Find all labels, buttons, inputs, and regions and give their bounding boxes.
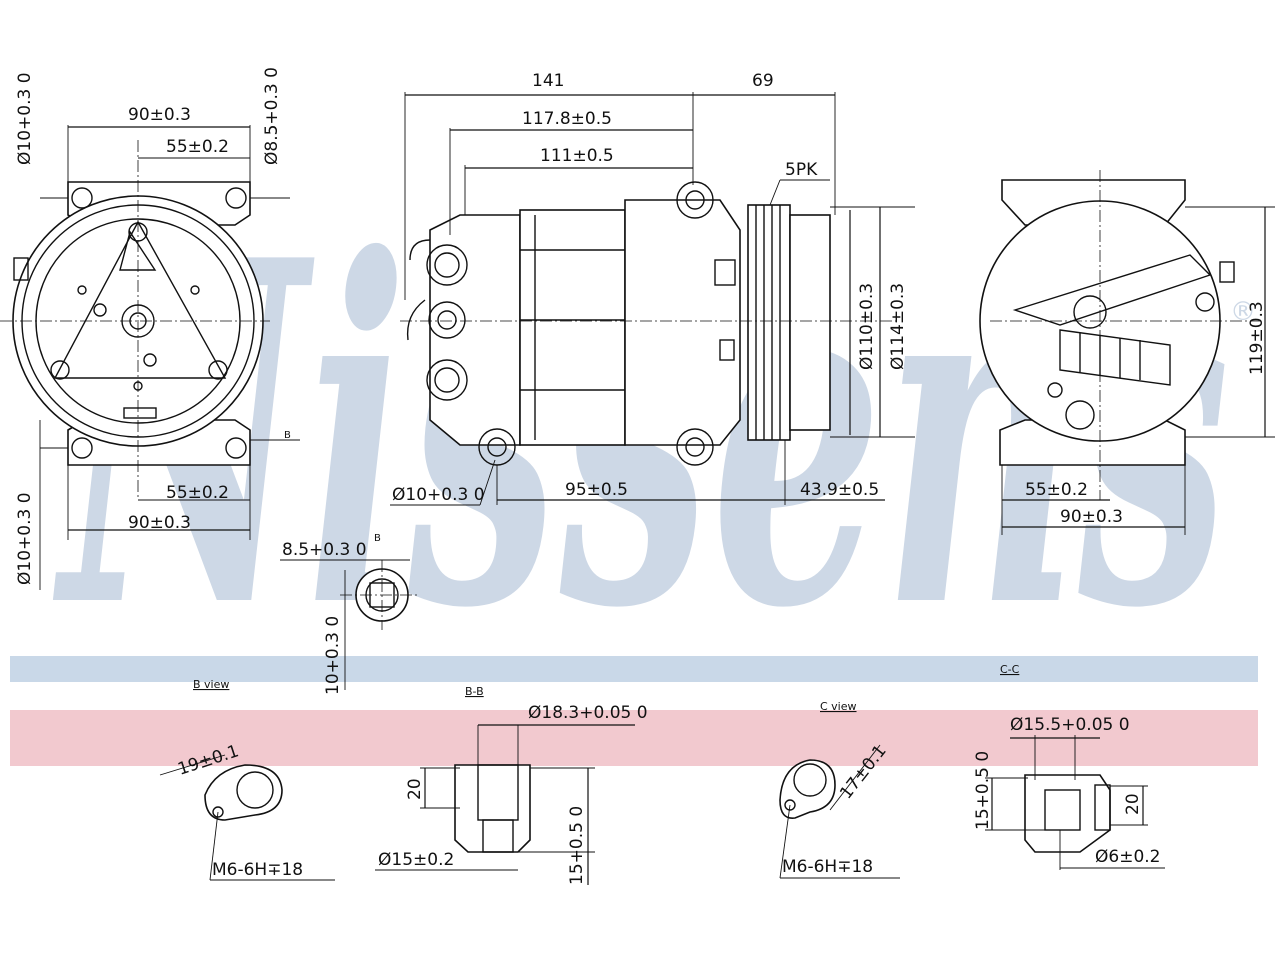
pulley-label: 5PK [785,160,818,180]
section-label-b: B [284,430,291,441]
c-view-thread: M6-6H∓18 [782,857,873,877]
dim-cc-d6: Ø6±0.2 [1095,847,1160,867]
dim-cc-15: 15+0.5 0 [973,751,993,830]
dim-bb-d15: Ø15±0.2 [378,850,454,870]
side-view [390,92,915,506]
registered-mark: ® [1230,297,1256,327]
label-b-b: B-B [465,685,484,698]
dim-bb-d18-3: Ø18.3+0.05 0 [528,703,648,723]
dim-detail-10: 10+0.3 0 [323,616,343,695]
left-front-view [0,125,300,590]
dim-side-hole: Ø10+0.3 0 [392,485,485,505]
dim-bottom-width: 90±0.3 [128,513,191,533]
dim-43-9: 43.9±0.5 [800,480,879,500]
dim-top-right-hole: Ø8.5+0.3 0 [262,67,282,165]
detail-b-b [375,724,635,885]
dim-cc-20: 20 [1123,793,1143,815]
blue-stripe [10,656,1258,682]
detail-c-view [779,744,900,879]
b-view-thread: M6-6H∓18 [212,860,303,880]
label-c-view: C view [820,700,857,713]
dim-top-inner: 55±0.2 [166,137,229,157]
dim-bottom-left-hole: Ø10+0.3 0 [15,492,35,585]
dim-right-55: 55±0.2 [1025,480,1088,500]
detail-b [280,559,420,690]
label-b-view: B view [193,678,229,691]
dim-117-8: 117.8±0.5 [522,109,612,129]
dim-d114: Ø114±0.3 [888,283,908,370]
dim-69: 69 [752,71,774,91]
right-rear-view [979,170,1275,535]
label-c-c: C-C [1000,663,1020,676]
detail-label-b: B [374,533,381,544]
dim-top-width: 90±0.3 [128,105,191,125]
dim-right-90: 90±0.3 [1060,507,1123,527]
dim-111: 111±0.5 [540,146,614,166]
dim-top-left-hole: Ø10+0.3 0 [15,72,35,165]
dim-cc-d15-5: Ø15.5+0.05 0 [1010,715,1130,735]
dim-119: 119±0.3 [1247,301,1267,375]
dim-detail-8-5: 8.5+0.3 0 [282,540,367,560]
detail-c-c [985,735,1165,870]
dim-95: 95±0.5 [565,480,628,500]
dim-bb-15: 15+0.5 0 [567,806,587,885]
dim-bottom-inner: 55±0.2 [166,483,229,503]
dim-141: 141 [532,71,564,91]
dim-d110: Ø110±0.3 [857,283,877,370]
detail-b-view [159,754,335,881]
dim-bb-20: 20 [405,778,425,800]
